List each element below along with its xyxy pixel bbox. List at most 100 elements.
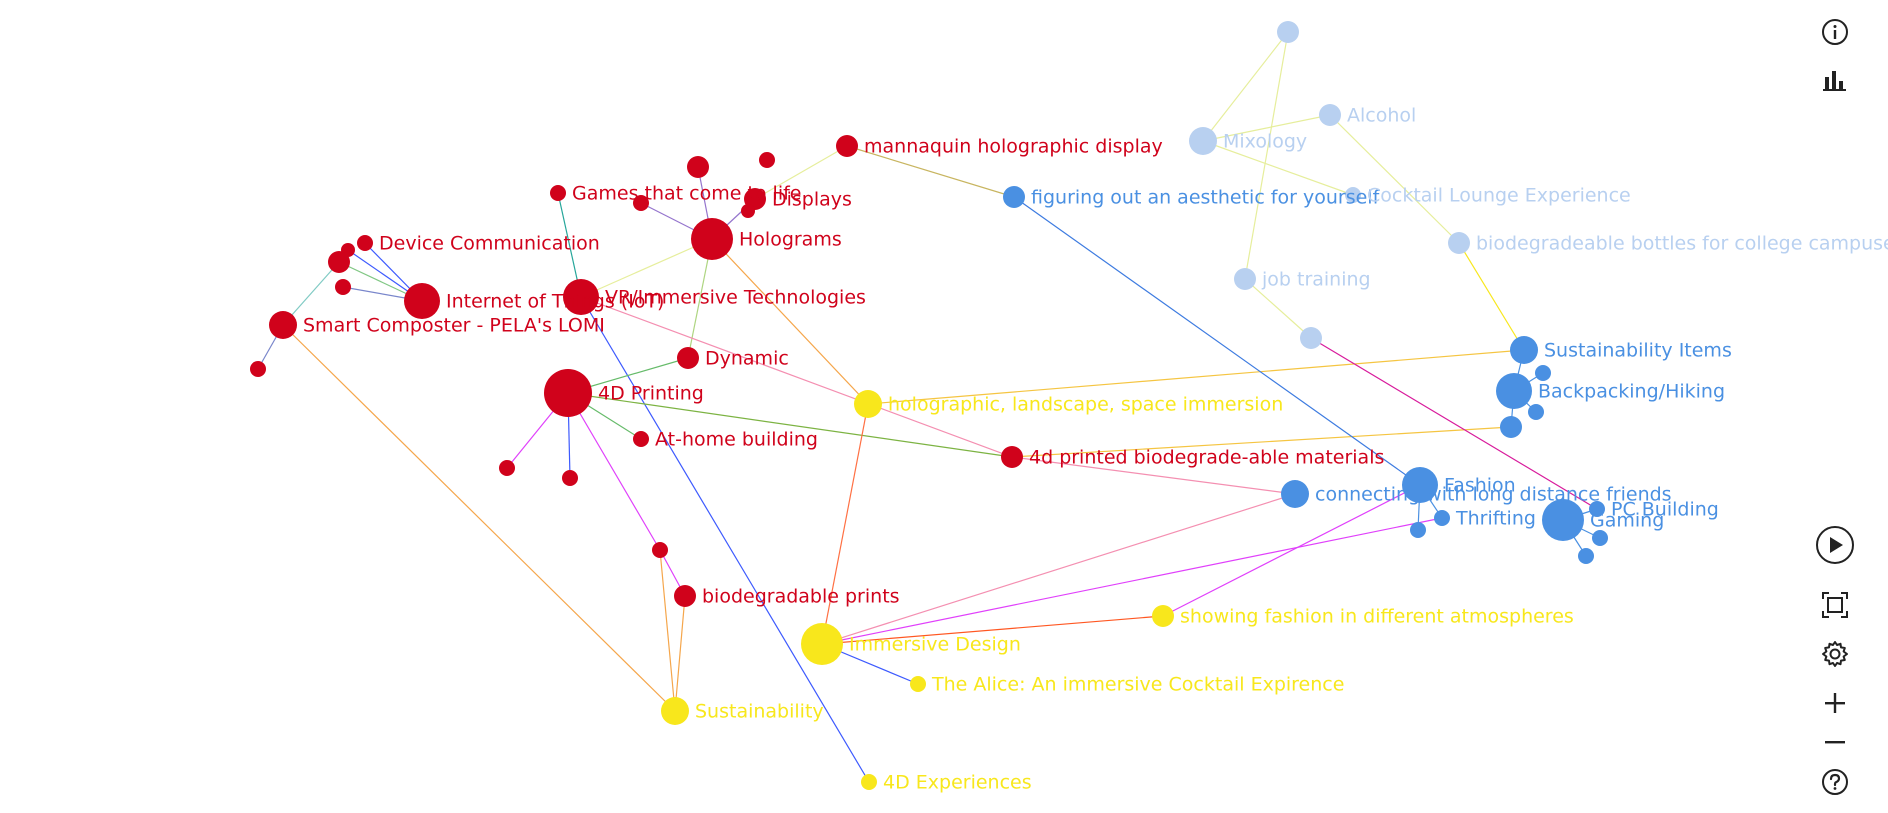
edge-holograms-holoscape xyxy=(711,238,869,405)
info-button[interactable] xyxy=(1815,12,1855,52)
node-pcbuild[interactable] xyxy=(1589,501,1605,517)
node-jobtrain[interactable] xyxy=(1234,268,1256,290)
node-mannequin[interactable] xyxy=(836,135,858,157)
node-label-immersive: Immersive Design xyxy=(849,634,1021,656)
node-games[interactable] xyxy=(550,185,566,201)
info-icon xyxy=(1822,19,1848,45)
node-label-thrifting: Thrifting xyxy=(1455,508,1536,530)
node-label-bottles: biodegradeable bottles for college campu… xyxy=(1476,233,1888,255)
node-gaming[interactable] xyxy=(1542,499,1584,541)
node-u_r4[interactable] xyxy=(250,361,266,377)
node-label-mixology: Mixology xyxy=(1223,131,1307,153)
node-exp4d[interactable] xyxy=(861,774,877,790)
node-fashion[interactable] xyxy=(1402,467,1438,503)
settings-button[interactable] xyxy=(1815,634,1855,674)
node-label-fashatmos: showing fashion in different atmospheres xyxy=(1180,606,1574,628)
edge-printedmat-connecting xyxy=(1011,456,1296,495)
node-holograms[interactable] xyxy=(691,218,733,260)
node-printing4d[interactable] xyxy=(544,369,592,417)
node-label-sustain: Sustainability xyxy=(695,701,824,723)
node-label-dynamic: Dynamic xyxy=(705,348,789,370)
fit-screen-button[interactable] xyxy=(1815,585,1855,625)
edge-printedmat-u_b6 xyxy=(1011,426,1512,458)
node-label-gaming: Gaming xyxy=(1590,510,1664,532)
node-label-holograms: Holograms xyxy=(739,229,842,251)
node-label-alice: The Alice: An immersive Cocktail Expiren… xyxy=(931,674,1344,696)
zoom-in-button[interactable] xyxy=(1815,683,1855,723)
node-bioprints[interactable] xyxy=(674,585,696,607)
node-holoscape[interactable] xyxy=(854,390,882,418)
node-label-jobtrain: job training xyxy=(1261,269,1371,291)
node-label-backpack: Backpacking/Hiking xyxy=(1538,381,1725,403)
node-u_r11[interactable] xyxy=(652,542,668,558)
minus-icon xyxy=(1825,741,1845,744)
node-label-alcohol: Alcohol xyxy=(1347,105,1416,127)
stats-button[interactable] xyxy=(1815,61,1855,101)
node-label-displays: Displays xyxy=(772,189,852,211)
node-dynamic[interactable] xyxy=(677,347,699,369)
node-cocktail[interactable] xyxy=(1345,187,1361,203)
node-aesthetic[interactable] xyxy=(1003,186,1025,208)
node-u_r3[interactable] xyxy=(335,279,351,295)
help-icon xyxy=(1822,769,1848,795)
node-printedmat[interactable] xyxy=(1001,446,1023,468)
node-devicecomm[interactable] xyxy=(357,235,373,251)
help-button[interactable] xyxy=(1815,762,1855,802)
edge-printing4d-printedmat xyxy=(567,392,1013,458)
node-label-aesthetic: figuring out an aesthetic for yourself xyxy=(1031,187,1381,209)
node-u_r2[interactable] xyxy=(328,251,350,273)
edge-u_lb2-pcbuild xyxy=(1310,337,1598,510)
node-label-devicecomm: Device Communication xyxy=(379,233,600,255)
node-label-iot: Internet of Things (IoT) xyxy=(446,291,664,313)
node-immersive[interactable] xyxy=(801,623,843,665)
zoom-out-button[interactable] xyxy=(1815,722,1855,762)
node-label-printedmat: 4d printed biodegrade-able materials xyxy=(1029,447,1384,469)
node-iot[interactable] xyxy=(404,283,440,319)
node-u_b6[interactable] xyxy=(1500,416,1522,438)
node-label-sustitems: Sustainability Items xyxy=(1544,340,1732,362)
node-u_r10[interactable] xyxy=(741,204,755,218)
node-sustitems[interactable] xyxy=(1510,336,1538,364)
node-backpack[interactable] xyxy=(1496,373,1532,409)
node-u_r8[interactable] xyxy=(633,195,649,211)
node-thrifting[interactable] xyxy=(1434,510,1450,526)
node-fashatmos[interactable] xyxy=(1152,605,1174,627)
graph-edges xyxy=(257,31,1601,783)
play-icon xyxy=(1816,526,1854,564)
node-vr[interactable] xyxy=(563,279,599,315)
node-alcohol[interactable] xyxy=(1319,104,1341,126)
edge-mixology-cocktail xyxy=(1202,140,1354,196)
node-u_b5[interactable] xyxy=(1578,548,1594,564)
node-label-holoscape: holographic, landscape, space immersion xyxy=(888,394,1283,416)
node-u_r5[interactable] xyxy=(499,460,515,476)
edge-printing4d-u_r11 xyxy=(567,392,661,551)
graph-labels: mannaquin holographic displayDisplaysGam… xyxy=(303,105,1888,794)
node-smartcomp[interactable] xyxy=(269,311,297,339)
node-u_b2[interactable] xyxy=(1528,404,1544,420)
node-label-smartcomp: Smart Composter - PELA's LOMI xyxy=(303,315,605,337)
node-sustain[interactable] xyxy=(661,697,689,725)
node-u_b1[interactable] xyxy=(1535,365,1551,381)
edge-immersive-connecting xyxy=(821,493,1296,645)
edge-holoscape-immersive xyxy=(821,403,869,645)
node-athome[interactable] xyxy=(633,431,649,447)
node-label-connecting: connecting with long distance friends xyxy=(1315,484,1672,506)
node-u_b3[interactable] xyxy=(1410,522,1426,538)
node-u_r6[interactable] xyxy=(562,470,578,486)
node-u_lb1[interactable] xyxy=(1277,21,1299,43)
play-button[interactable] xyxy=(1815,525,1855,565)
node-connecting[interactable] xyxy=(1281,480,1309,508)
node-label-athome: At-home building xyxy=(655,429,818,451)
node-bottles[interactable] xyxy=(1448,232,1470,254)
edge-aesthetic-fashion xyxy=(1013,196,1421,486)
node-u_lb2[interactable] xyxy=(1300,327,1322,349)
node-alice[interactable] xyxy=(910,676,926,692)
node-u_b4[interactable] xyxy=(1592,530,1608,546)
node-mixology[interactable] xyxy=(1189,127,1217,155)
graph-nodes[interactable] xyxy=(250,21,1608,790)
node-u_r9[interactable] xyxy=(759,152,775,168)
node-u_r7[interactable] xyxy=(687,156,709,178)
node-label-vr: VR/Immersive Technologies xyxy=(605,287,866,309)
node-label-exp4d: 4D Experiences xyxy=(883,772,1032,794)
